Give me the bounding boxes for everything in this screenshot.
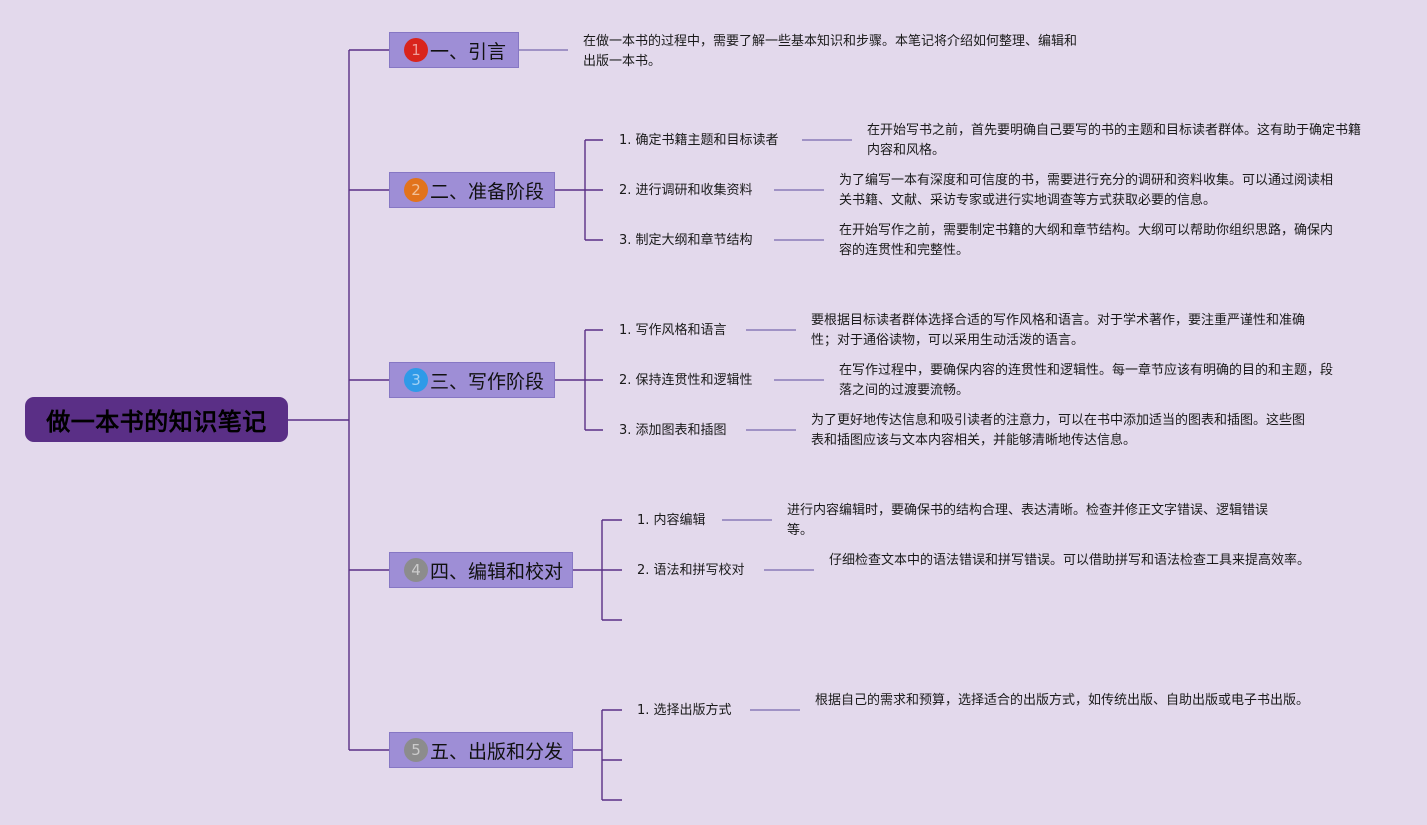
subtopic-research-desc: 为了编写一本有深度和可信度的书，需要进行充分的调研和资料收集。可以通过阅读相关书… (839, 173, 1334, 208)
root-topic-label: 做一本书的知识笔记 (46, 408, 267, 436)
subtopic-figures-desc: 为了更好地传达信息和吸引读者的注意力，可以在书中添加适当的图表和插图。这些图表和… (811, 413, 1306, 448)
topic-introduction[interactable]: 1 一、引言 (389, 32, 519, 68)
priority-4-icon: 4 (404, 558, 428, 582)
priority-3-icon: 3 (404, 368, 428, 392)
subtopic-proofreading-desc: 仔细检查文本中的语法错误和拼写错误。可以借助拼写和语法检查工具来提高效率。 (829, 553, 1311, 568)
priority-2-icon: 2 (404, 178, 428, 202)
topic-preparation-label: 二、准备阶段 (430, 180, 545, 203)
subtopic-style-language[interactable]: 1. 写作风格和语言 (619, 323, 727, 338)
topic-editing-label: 四、编辑和校对 (430, 560, 564, 583)
topic-introduction-label: 一、引言 (430, 40, 507, 63)
subtopic-style-language-desc: 要根据目标读者群体选择合适的写作风格和语言。对于学术著作，要注重严谨性和准确性；… (811, 313, 1306, 348)
subtopic-publishing-method-desc: 根据自己的需求和预算，选择适合的出版方式，如传统出版、自助出版或电子书出版。 (815, 693, 1310, 708)
subtopic-figures[interactable]: 3. 添加图表和插图 (619, 423, 727, 438)
topic-publishing[interactable]: 5 五、出版和分发 (389, 732, 573, 768)
priority-1-icon: 1 (404, 38, 428, 62)
subtopic-content-editing-desc: 进行内容编辑时，要确保书的结构合理、表达清晰。检查并修正文字错误、逻辑错误等。 (787, 503, 1269, 538)
topic-editing[interactable]: 4 四、编辑和校对 (389, 552, 573, 588)
topic-introduction-desc: 在做一本书的过程中，需要了解一些基本知识和步骤。本笔记将介绍如何整理、编辑和出版… (583, 34, 1078, 69)
subtopic-outline-desc: 在开始写作之前，需要制定书籍的大纲和章节结构。大纲可以帮助你组织思路，确保内容的… (839, 223, 1334, 258)
subtopic-outline[interactable]: 3. 制定大纲和章节结构 (619, 233, 753, 248)
root-topic[interactable]: 做一本书的知识笔记 (25, 397, 288, 442)
subtopic-content-editing[interactable]: 1. 内容编辑 (637, 513, 706, 528)
subtopic-research[interactable]: 2. 进行调研和收集资料 (619, 183, 753, 198)
subtopic-publishing-method[interactable]: 1. 选择出版方式 (637, 703, 732, 718)
priority-5-icon: 5 (404, 738, 428, 762)
subtopic-coherence-desc: 在写作过程中，要确保内容的连贯性和逻辑性。每一章节应该有明确的目的和主题，段落之… (839, 363, 1334, 398)
subtopic-proofreading[interactable]: 2. 语法和拼写校对 (637, 563, 745, 578)
subtopic-theme-audience[interactable]: 1. 确定书籍主题和目标读者 (619, 133, 779, 148)
subtopic-coherence[interactable]: 2. 保持连贯性和逻辑性 (619, 373, 753, 388)
topic-writing-label: 三、写作阶段 (430, 370, 545, 393)
topic-publishing-label: 五、出版和分发 (430, 740, 564, 763)
topic-preparation[interactable]: 2 二、准备阶段 (389, 172, 555, 208)
topic-writing[interactable]: 3 三、写作阶段 (389, 362, 555, 398)
subtopic-theme-audience-desc: 在开始写书之前，首先要明确自己要写的书的主题和目标读者群体。这有助于确定书籍内容… (867, 123, 1362, 158)
